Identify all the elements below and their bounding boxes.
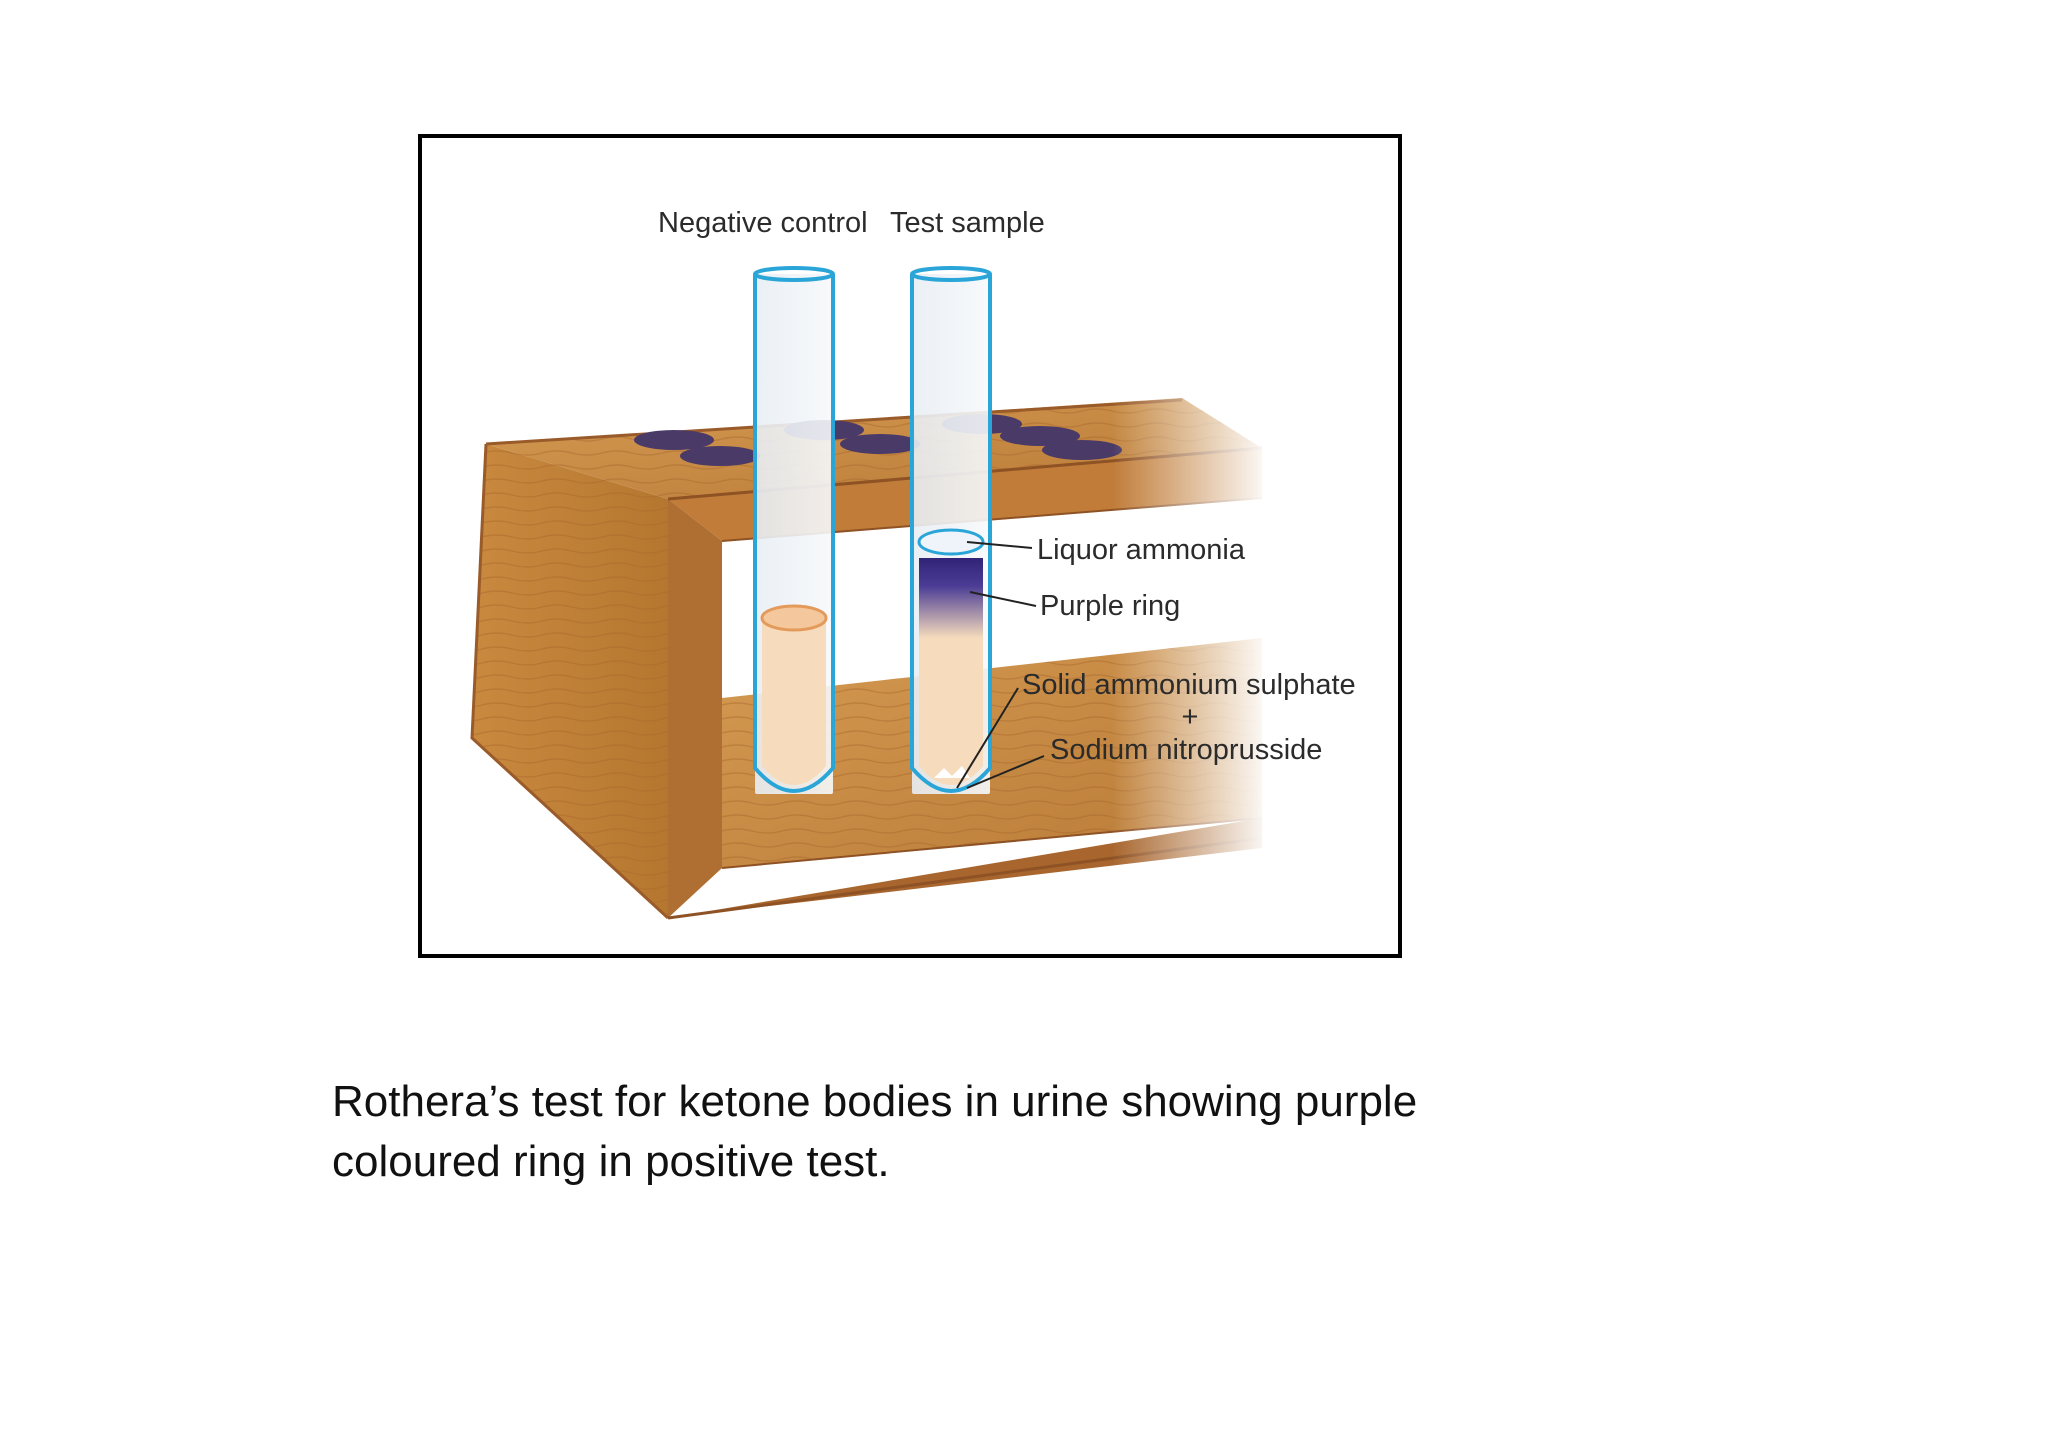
test-sample-label: Test sample — [890, 207, 1045, 239]
negative-control-label: Negative control — [658, 207, 868, 239]
rack-left-panel — [470, 443, 670, 920]
liquor-ammonia-layer — [917, 528, 985, 556]
negative-control-tube — [753, 266, 835, 794]
diagram-frame: Negative control Test sample Liquor ammo… — [418, 134, 1402, 958]
caption-line-1: Rothera’s test for ketone bodies in urin… — [332, 1077, 1418, 1126]
right-fade — [1112, 378, 1272, 938]
caption-line-2: coloured ring in positive test. — [332, 1137, 890, 1186]
solid-reagent — [934, 766, 970, 778]
liquor-ammonia-label: Liquor ammonia — [1037, 534, 1246, 566]
purple-ring-band — [919, 558, 983, 638]
solid-ammonium-sulphate-label: Solid ammonium sulphate — [1022, 669, 1356, 701]
leader-lines — [956, 541, 1045, 789]
rothera-test-diagram: Negative control Test sample Liquor ammo… — [470, 207, 1356, 938]
sodium-nitroprusside-label: Sodium nitroprusside — [1050, 734, 1322, 766]
figure-caption: Rothera’s test for ketone bodies in urin… — [332, 1072, 1632, 1192]
plus-label: + — [1182, 701, 1199, 733]
purple-ring-label: Purple ring — [1040, 590, 1180, 622]
test-sample-tube — [910, 266, 992, 794]
